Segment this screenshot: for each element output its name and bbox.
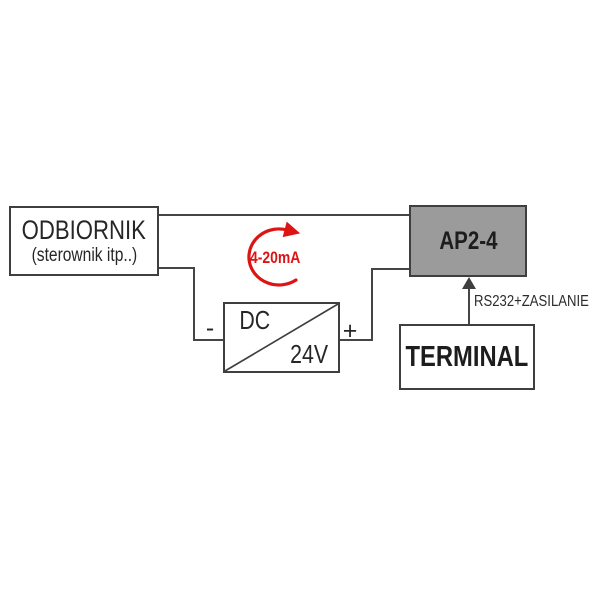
ap24-box: AP2-4 (409, 205, 527, 277)
odbiornik-title: ODBIORNIK (21, 215, 147, 245)
terminal-label: TERMINAL (405, 340, 529, 373)
minus-terminal-label: - (205, 314, 215, 342)
terminal-to-ap24-line (468, 286, 470, 324)
wire-from-dc-plus (340, 339, 373, 341)
wire-odbiornik-to-ap24 (159, 214, 409, 216)
wire-left-vertical (193, 267, 195, 341)
rs232-zasilanie-label: RS232+ZASILANIE (474, 293, 589, 310)
wire-right-vertical (371, 268, 373, 341)
current-loop-label: 4-20mA (250, 248, 301, 267)
wire-into-dc-minus (193, 339, 223, 341)
dc-type-label: DC (239, 305, 271, 335)
arrow-up-icon (462, 277, 476, 289)
plus-terminal-label: + (342, 317, 358, 345)
terminal-box: TERMINAL (399, 324, 535, 390)
ap24-label: AP2-4 (438, 226, 498, 255)
dc-supply-box: DC 24V (223, 302, 340, 373)
dc-voltage-label: 24V (289, 339, 328, 369)
odbiornik-box: ODBIORNIK (sterownik itp..) (9, 206, 159, 276)
wire-odbiornik-stub (159, 267, 195, 269)
dc-diagonal-line (225, 304, 338, 371)
wire-into-ap24 (371, 268, 409, 270)
odbiornik-subtitle: (sterownik itp..) (31, 245, 137, 266)
